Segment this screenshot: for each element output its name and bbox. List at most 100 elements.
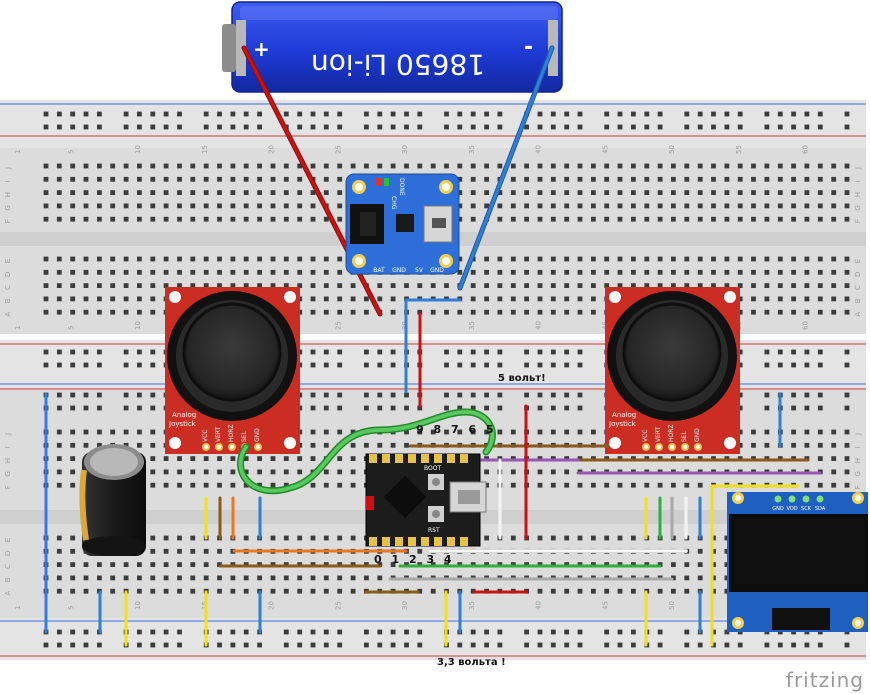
breadboard-hole <box>70 362 76 368</box>
breadboard-hole <box>137 176 142 182</box>
breadboard-hole <box>337 111 343 117</box>
breadboard-hole <box>804 111 810 117</box>
breadboard-hole <box>404 642 409 648</box>
breadboard-hole <box>177 256 182 262</box>
breadboard-hole <box>711 111 716 117</box>
breadboard-hole <box>310 283 316 288</box>
breadboard-hole <box>657 190 663 195</box>
breadboard-hole <box>83 405 89 411</box>
breadboard-hole <box>671 176 676 182</box>
oled-pin-sck: SCK <box>801 506 812 512</box>
breadboard-hole <box>484 629 489 635</box>
breadboard-hole <box>537 124 543 130</box>
battery-minus-label: - <box>524 35 533 60</box>
breadboard-hole <box>190 216 196 222</box>
breadboard-hole <box>137 362 142 368</box>
charger-status-done: DONE <box>398 178 405 196</box>
breadboard-hole <box>724 283 730 288</box>
breadboard-hole <box>537 642 543 648</box>
breadboard-hole <box>123 296 129 302</box>
breadboard-hole <box>97 283 102 288</box>
breadboard-hole <box>804 190 810 195</box>
joystick-left-pin-horz: HORZ <box>228 424 235 442</box>
breadboard-hole <box>550 269 556 275</box>
breadboard-hole <box>310 163 316 169</box>
breadboard-hole <box>550 190 556 195</box>
breadboard-hole <box>283 216 289 222</box>
breadboard-hole <box>337 256 343 262</box>
breadboard-hole <box>417 588 423 594</box>
breadboard-hole <box>457 349 463 355</box>
breadboard-hole <box>577 362 583 368</box>
breadboard-hole <box>591 269 596 275</box>
breadboard-hole <box>177 163 182 169</box>
breadboard-hole <box>203 482 209 488</box>
breadboard-hole <box>724 176 730 182</box>
breadboard-hole <box>83 575 89 581</box>
breadboard-hole <box>550 124 556 130</box>
breadboard-hole <box>364 309 369 315</box>
breadboard-hole <box>404 629 409 635</box>
breadboard-hole <box>123 163 129 169</box>
breadboard-hole <box>470 216 476 222</box>
breadboard-hole <box>470 349 476 355</box>
breadboard-hole <box>671 269 676 275</box>
breadboard-hole <box>310 429 316 435</box>
breadboard-hole <box>684 629 690 635</box>
breadboard-hole <box>257 124 262 130</box>
breadboard-hole <box>644 111 650 117</box>
breadboard-hole <box>203 203 209 209</box>
breadboard-hole <box>484 256 489 262</box>
breadboard-hole <box>70 482 76 488</box>
battery-terminal <box>222 24 236 72</box>
breadboard-hole <box>671 163 676 169</box>
breadboard-hole <box>190 456 196 461</box>
column-number: 30 <box>401 145 409 154</box>
breadboard-hole <box>70 203 76 209</box>
charger-pin-gnd-2: GND <box>430 267 444 274</box>
breadboard-hole <box>43 163 49 169</box>
breadboard-hole <box>711 190 716 195</box>
breadboard-hole <box>390 362 396 368</box>
breadboard-hole <box>257 190 262 195</box>
breadboard-hole <box>524 203 529 209</box>
breadboard-hole <box>657 629 663 635</box>
breadboard-hole <box>97 642 102 648</box>
battery-18650: + - 18650 Li-ion <box>222 1 563 93</box>
breadboard-hole <box>844 392 850 398</box>
joystick-right-label-2: Joystick <box>608 420 637 428</box>
breadboard-hole <box>417 642 423 648</box>
breadboard-hole <box>537 296 543 302</box>
breadboard-hole <box>364 163 369 169</box>
breadboard-hole <box>777 349 783 355</box>
capacitor <box>79 444 146 556</box>
breadboard-hole <box>777 111 783 117</box>
breadboard-hole <box>631 269 636 275</box>
breadboard-hole <box>497 269 503 275</box>
breadboard-hole <box>430 283 436 288</box>
breadboard-hole <box>110 176 116 182</box>
breadboard-hole <box>457 429 463 435</box>
breadboard-hole <box>123 309 129 315</box>
breadboard-hole <box>631 588 636 594</box>
breadboard-hole <box>163 190 169 195</box>
breadboard-hole <box>737 216 743 222</box>
breadboard-hole <box>644 163 650 169</box>
breadboard-hole <box>177 562 182 567</box>
breadboard-hole <box>150 309 156 315</box>
breadboard-hole <box>577 629 583 635</box>
breadboard-hole <box>70 349 76 355</box>
breadboard-hole <box>564 349 570 355</box>
breadboard-hole <box>83 309 89 315</box>
breadboard-hole <box>671 190 676 195</box>
breadboard-hole <box>550 203 556 209</box>
breadboard-hole <box>323 642 329 648</box>
breadboard-hole <box>137 256 142 262</box>
breadboard-hole <box>217 482 222 488</box>
breadboard-hole <box>831 469 837 475</box>
breadboard-hole <box>457 269 463 275</box>
breadboard-hole <box>804 256 810 262</box>
breadboard-hole <box>323 111 329 117</box>
breadboard-hole <box>56 548 62 554</box>
breadboard-hole <box>56 588 62 594</box>
